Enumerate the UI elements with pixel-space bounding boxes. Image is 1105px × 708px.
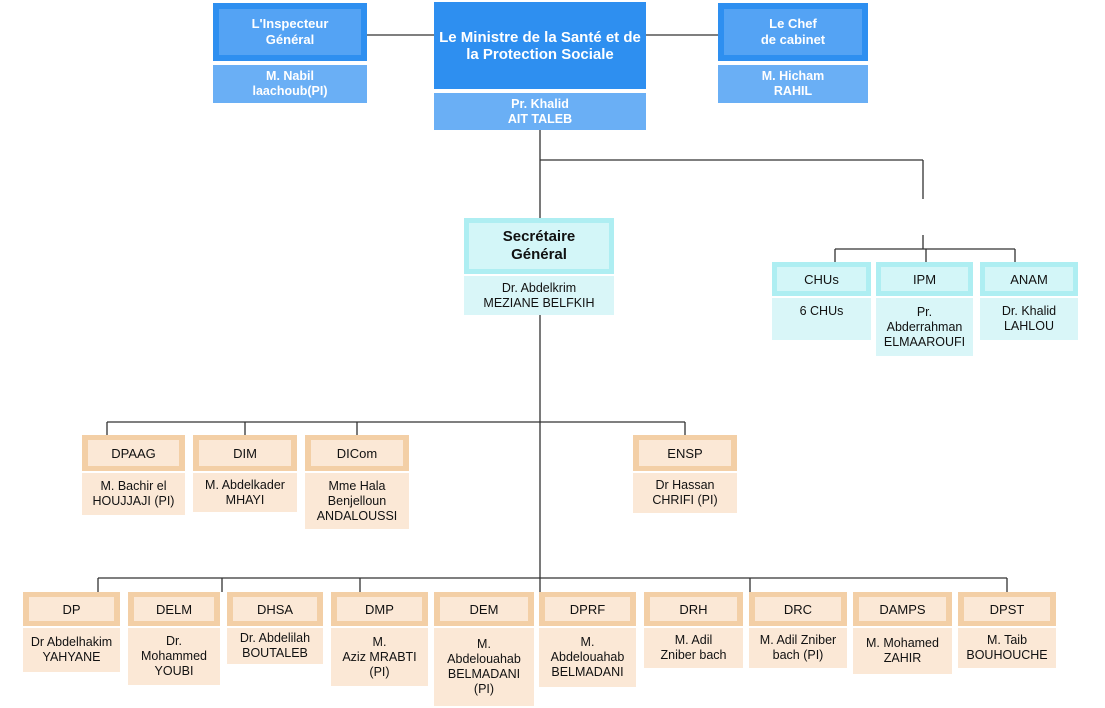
bottom-title: DHSA [233,597,317,621]
bottom-title: DELM [134,597,214,621]
bottom-name: Dr. Abdelilah BOUTALEB [227,628,323,664]
bottom-name: M. Taib BOUHOUCHE [958,628,1056,668]
bottom-name: M. Abdelouahab BELMADANI [539,628,636,687]
middle-name: M. Abdelkader MHAYI [193,473,297,512]
middle-box-dicom: DICom Mme Hala Benjelloun ANDALOUSSI [305,435,409,529]
bottom-title: DP [29,597,114,621]
secretaire-title: Secrétaire Général [469,223,609,269]
middle-title: ENSP [639,440,731,466]
bottom-box-delm: DELM Dr. Mohammed YOUBI [128,592,220,685]
chef-cabinet-title: Le Chef de cabinet [724,9,862,55]
bottom-title: DEM [440,597,528,621]
bottom-name: Dr. Mohammed YOUBI [128,628,220,685]
agency-name: 6 CHUs [772,298,871,340]
bottom-title: DRC [755,597,841,621]
bottom-name: M. Adil Zniber bach [644,628,743,668]
agency-box-chus: CHUs 6 CHUs [772,262,871,340]
bottom-name: M. Aziz MRABTI (PI) [331,628,428,686]
agency-title: IPM [881,267,968,291]
bottom-title: DAMPS [859,597,946,621]
agency-name: Dr. Khalid LAHLOU [980,298,1078,340]
bottom-box-dpst: DPST M. Taib BOUHOUCHE [958,592,1056,692]
bottom-title: DPST [964,597,1050,621]
inspecteur-box: L'Inspecteur Général M. Nabil laachoub(P… [213,3,367,103]
bottom-box-dprf: DPRF M. Abdelouahab BELMADANI [539,592,636,687]
chef-cabinet-box: Le Chef de cabinet M. Hicham RAHIL [718,3,868,103]
ministre-title: Le Ministre de la Santé et de la Protect… [434,2,646,89]
middle-name: Dr Hassan CHRIFI (PI) [633,473,737,513]
bottom-title: DMP [337,597,422,621]
agency-title: CHUs [777,267,866,291]
middle-box-dim: DIM M. Abdelkader MHAYI [193,435,297,512]
bottom-name: M. Abdelouahab BELMADANI (PI) [434,628,534,706]
middle-box-dpaag: DPAAG M. Bachir el HOUJJAJI (PI) [82,435,185,515]
bottom-name: M. Mohamed ZAHIR [853,628,952,674]
ministre-name: Pr. Khalid AIT TALEB [434,93,646,130]
bottom-box-drh: DRH M. Adil Zniber bach [644,592,743,692]
middle-name: M. Bachir el HOUJJAJI (PI) [82,473,185,515]
bottom-box-damps: DAMPS M. Mohamed ZAHIR [853,592,952,692]
bottom-box-dmp: DMP M. Aziz MRABTI (PI) [331,592,428,690]
chef-cabinet-name: M. Hicham RAHIL [718,65,868,103]
bottom-box-dem: DEM M. Abdelouahab BELMADANI (PI) [434,592,534,708]
middle-name: Mme Hala Benjelloun ANDALOUSSI [305,473,409,529]
inspecteur-title: L'Inspecteur Général [219,9,361,55]
agency-box-ipm: IPM Pr. Abderrahman ELMAAROUFI [876,262,973,356]
inspecteur-name: M. Nabil laachoub(PI) [213,65,367,103]
agency-title: ANAM [985,267,1073,291]
bottom-title: DPRF [545,597,630,621]
ministre-box: Le Ministre de la Santé et de la Protect… [434,2,646,130]
bottom-name: M. Adil Zniber bach (PI) [749,628,847,668]
middle-box-ensp: ENSP Dr Hassan CHRIFI (PI) [633,435,737,513]
bottom-box-dhsa: DHSA Dr. Abdelilah BOUTALEB [227,592,323,690]
middle-title: DPAAG [88,440,179,466]
agency-box-anam: ANAM Dr. Khalid LAHLOU [980,262,1078,340]
bottom-box-drc: DRC M. Adil Zniber bach (PI) [749,592,847,692]
middle-title: DICom [311,440,403,466]
agency-name: Pr. Abderrahman ELMAAROUFI [876,298,973,356]
middle-title: DIM [199,440,291,466]
secretaire-name: Dr. Abdelkrim MEZIANE BELFKIH [464,276,614,315]
bottom-box-dp: DP Dr Abdelhakim YAHYANE [23,592,120,692]
secretaire-general-box: Secrétaire Général Dr. Abdelkrim MEZIANE… [464,218,614,315]
bottom-title: DRH [650,597,737,621]
bottom-name: Dr Abdelhakim YAHYANE [23,628,120,672]
